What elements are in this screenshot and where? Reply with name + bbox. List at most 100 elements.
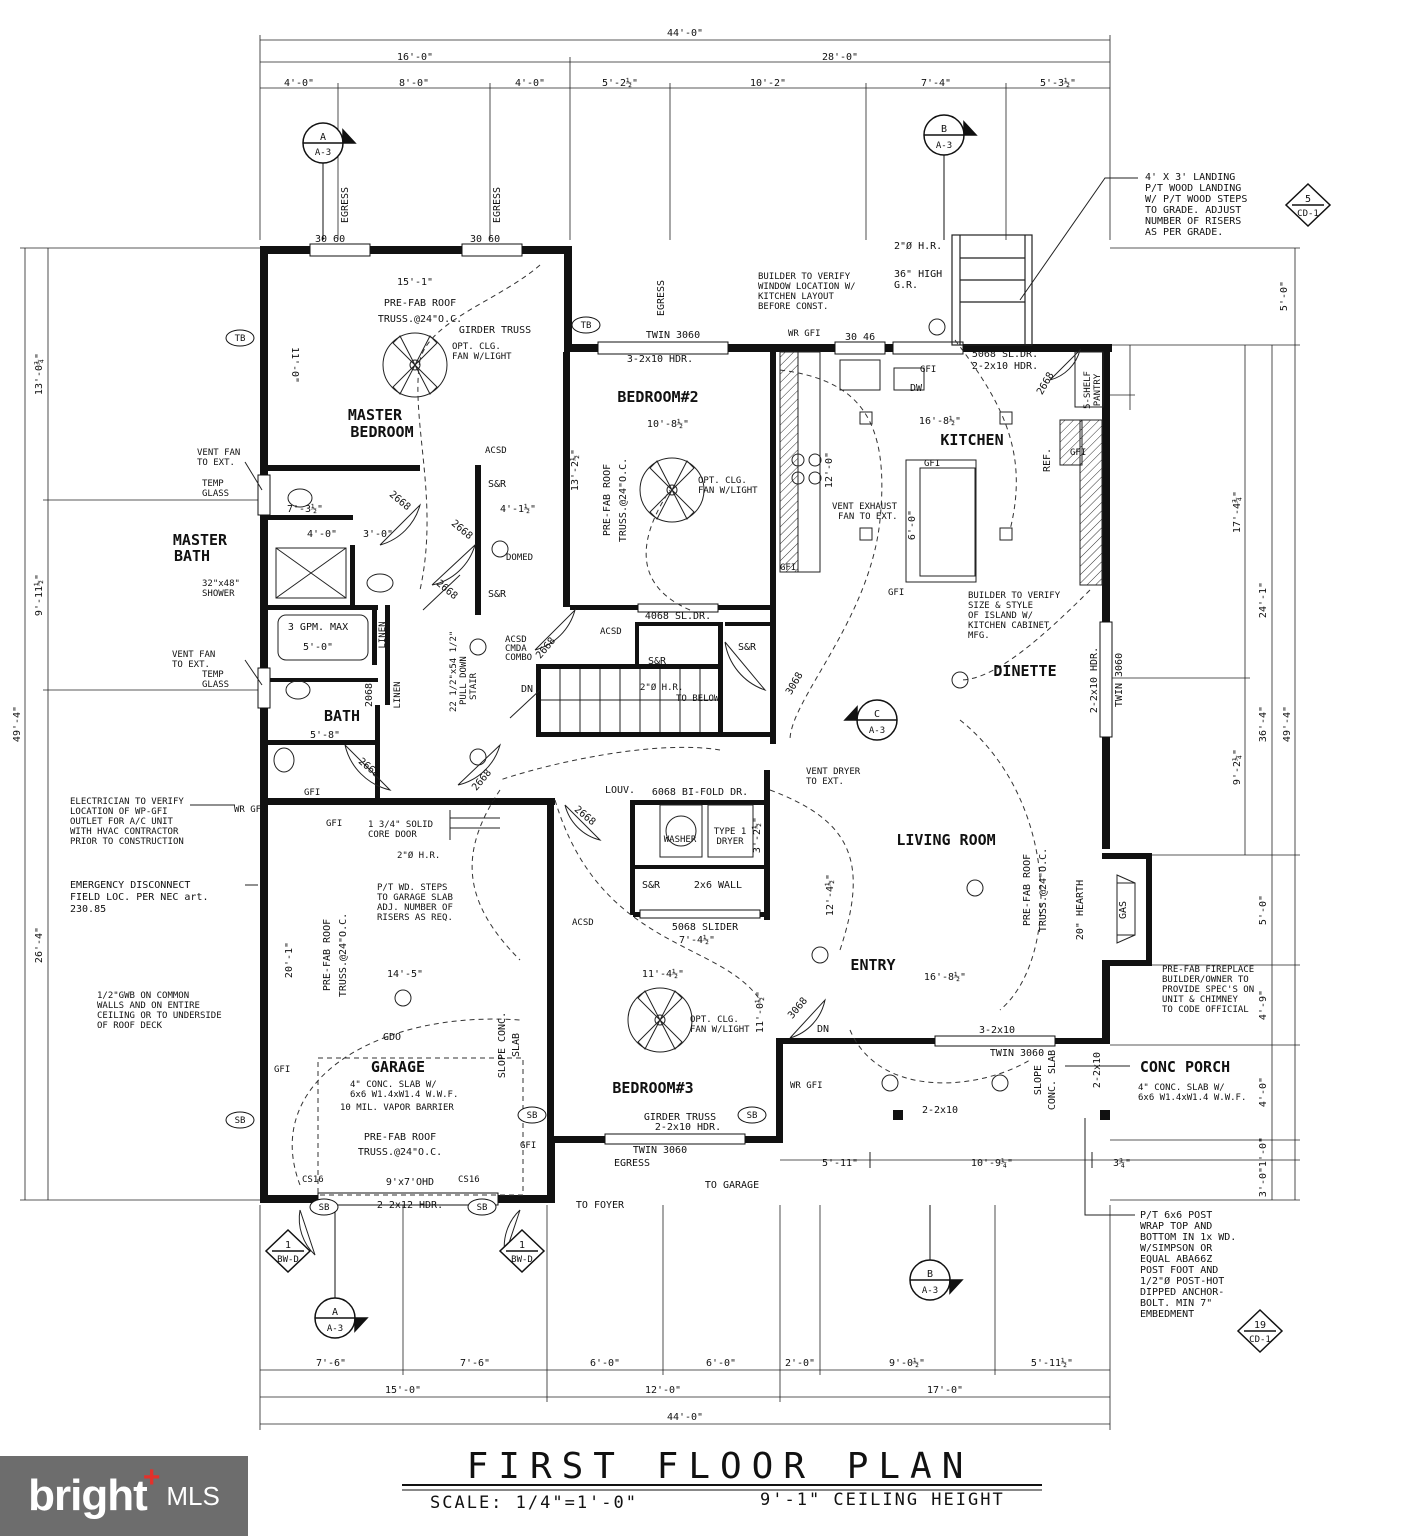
svg-text:LOCATION OF WP-GFI: LOCATION OF WP-GFI — [70, 807, 168, 817]
svg-text:OPT. CLG.: OPT. CLG. — [690, 1015, 739, 1025]
svg-text:26'-4": 26'-4" — [34, 927, 45, 963]
svg-text:6068 BI-FOLD DR.: 6068 BI-FOLD DR. — [652, 787, 748, 798]
svg-text:16'-8½": 16'-8½" — [924, 971, 966, 983]
svg-text:PRE-FAB ROOF: PRE-FAB ROOF — [322, 919, 333, 991]
room-entry: ENTRY — [850, 956, 895, 974]
room-bedroom-3: BEDROOM#3 — [612, 1079, 693, 1097]
svg-text:W/SIMPSON OR: W/SIMPSON OR — [1140, 1243, 1213, 1254]
svg-text:GFI: GFI — [274, 1065, 290, 1075]
svg-text:TRUSS.@24"O.C.: TRUSS.@24"O.C. — [378, 314, 462, 325]
svg-text:2'-0": 2'-0" — [785, 1358, 815, 1369]
svg-text:15'-0": 15'-0" — [385, 1385, 421, 1396]
svg-text:KITCHEN LAYOUT: KITCHEN LAYOUT — [758, 292, 834, 302]
svg-text:3068: 3068 — [786, 996, 810, 1022]
svg-text:WITH HVAC CONTRACTOR: WITH HVAC CONTRACTOR — [70, 827, 179, 837]
svg-text:5'-0": 5'-0" — [1279, 281, 1290, 311]
svg-text:16'-8½": 16'-8½" — [919, 415, 961, 427]
svg-text:TWIN 3060: TWIN 3060 — [646, 330, 700, 341]
svg-text:PRE-FAB ROOF: PRE-FAB ROOF — [364, 1132, 436, 1143]
svg-text:2068: 2068 — [364, 683, 375, 707]
room-bedroom-2: BEDROOM#2 — [617, 388, 698, 406]
svg-text:TO GRADE. ADJUST: TO GRADE. ADJUST — [1145, 205, 1241, 216]
svg-text:GIRDER TRUSS: GIRDER TRUSS — [644, 1112, 716, 1123]
svg-text:TO GARAGE: TO GARAGE — [705, 1180, 759, 1191]
svg-text:2"Ø H.R.: 2"Ø H.R. — [894, 240, 942, 252]
svg-text:5'-3½": 5'-3½" — [1040, 77, 1076, 89]
svg-text:30 46: 30 46 — [845, 332, 875, 343]
svg-text:2668: 2668 — [1035, 371, 1057, 397]
svg-text:2-2x10 HDR.: 2-2x10 HDR. — [1089, 647, 1100, 713]
svg-text:SLAB: SLAB — [511, 1033, 522, 1057]
svg-text:PRE-FAB ROOF: PRE-FAB ROOF — [602, 464, 613, 536]
svg-text:5'-2½": 5'-2½" — [602, 77, 638, 89]
svg-text:10'-9¼": 10'-9¼" — [971, 1157, 1013, 1169]
leader-lines — [190, 177, 1138, 1216]
svg-text:3 GPM. MAX: 3 GPM. MAX — [288, 622, 348, 633]
svg-text:SB: SB — [319, 1203, 330, 1213]
svg-text:TO EXT.: TO EXT. — [172, 660, 210, 670]
svg-text:EGRESS: EGRESS — [656, 280, 667, 316]
svg-text:COMBO: COMBO — [505, 653, 532, 663]
svg-text:TYPE 1: TYPE 1 — [714, 827, 747, 837]
svg-text:20" HEARTH: 20" HEARTH — [1075, 880, 1086, 940]
room-master-bedroom-2: BEDROOM — [350, 423, 413, 441]
svg-text:A-3: A-3 — [936, 141, 952, 151]
svg-text:REF.: REF. — [1042, 448, 1053, 472]
svg-text:4'-0": 4'-0" — [284, 78, 314, 89]
svg-text:RISERS AS REQ.: RISERS AS REQ. — [377, 913, 453, 923]
room-bath: BATH — [324, 707, 360, 725]
svg-text:13'-0¾": 13'-0¾" — [33, 353, 45, 395]
svg-text:4" CONC. SLAB W/: 4" CONC. SLAB W/ — [1138, 1083, 1225, 1093]
svg-text:WALLS AND ON ENTIRE: WALLS AND ON ENTIRE — [97, 1001, 200, 1011]
svg-text:9'-11½": 9'-11½" — [33, 574, 45, 616]
svg-text:2x6 WALL: 2x6 WALL — [694, 880, 742, 891]
svg-text:32"x48": 32"x48" — [202, 579, 240, 589]
svg-text:1 3/4" SOLID: 1 3/4" SOLID — [368, 820, 433, 830]
svg-text:S&R: S&R — [642, 880, 661, 891]
svg-text:30 60: 30 60 — [470, 234, 500, 245]
svg-text:5'-0": 5'-0" — [1258, 895, 1269, 925]
svg-text:13'-2½": 13'-2½" — [569, 449, 581, 491]
svg-text:4068 SL.DR.: 4068 SL.DR. — [645, 611, 711, 622]
dimension-lines — [20, 35, 1300, 1430]
svg-text:10'-8½": 10'-8½" — [647, 418, 689, 430]
svg-text:BOTTOM IN 1x WD.: BOTTOM IN 1x WD. — [1140, 1232, 1236, 1243]
svg-text:44'-0": 44'-0" — [667, 28, 703, 39]
room-names: MASTER BEDROOM MASTER BATH BEDROOM#2 KIT… — [173, 388, 1230, 1097]
svg-text:P/T WOOD LANDING: P/T WOOD LANDING — [1145, 183, 1241, 194]
svg-text:C: C — [874, 709, 880, 720]
svg-text:WASHER: WASHER — [664, 835, 697, 845]
svg-text:DW: DW — [910, 383, 923, 394]
plan-scale: SCALE: 1/4"=1'-0" — [430, 1493, 638, 1513]
svg-text:TO EXT.: TO EXT. — [197, 458, 235, 468]
svg-text:2668: 2668 — [470, 768, 494, 794]
svg-text:PRE-FAB FIREPLACE: PRE-FAB FIREPLACE — [1162, 965, 1254, 975]
svg-text:2"Ø H.R.: 2"Ø H.R. — [640, 682, 683, 693]
svg-text:OUTLET FOR A/C UNIT: OUTLET FOR A/C UNIT — [70, 817, 174, 827]
svg-text:GFI: GFI — [520, 1141, 536, 1151]
svg-text:WRAP TOP AND: WRAP TOP AND — [1140, 1221, 1212, 1232]
svg-text:30 60: 30 60 — [315, 234, 345, 245]
svg-text:ACSD: ACSD — [572, 918, 594, 928]
detail-markers — [264, 182, 1332, 1354]
bearing-tags: TB TB SB SB SB SB SB — [225, 316, 767, 1216]
title-block: FIRST FLOOR PLAN SCALE: 1/4"=1'-0" 9'-1"… — [402, 1446, 1042, 1513]
svg-text:DRYER: DRYER — [716, 837, 744, 847]
svg-text:36" HIGH: 36" HIGH — [894, 269, 942, 280]
svg-text:TO EXT.: TO EXT. — [806, 777, 844, 787]
room-master-bedroom-1: MASTER — [348, 406, 403, 424]
svg-text:TEMP: TEMP — [202, 479, 224, 489]
room-kitchen: KITCHEN — [940, 431, 1003, 449]
svg-text:3068: 3068 — [784, 671, 806, 697]
svg-text:ELECTRICIAN TO VERIFY: ELECTRICIAN TO VERIFY — [70, 797, 184, 807]
room-dimension-text: 15'-1" 11'-0" 10'-8½" 13'-2½" 16'-8½" 12… — [284, 277, 1131, 1169]
svg-text:12'-0": 12'-0" — [645, 1385, 681, 1396]
svg-text:GAS: GAS — [1118, 901, 1129, 919]
svg-text:ADJ. NUMBER OF: ADJ. NUMBER OF — [377, 903, 453, 913]
svg-text:S&R: S&R — [488, 479, 507, 490]
svg-text:7'-6": 7'-6" — [460, 1358, 490, 1369]
stairs — [449, 669, 718, 840]
svg-text:BEFORE CONST.: BEFORE CONST. — [758, 302, 828, 312]
svg-text:CS16: CS16 — [458, 1175, 480, 1185]
